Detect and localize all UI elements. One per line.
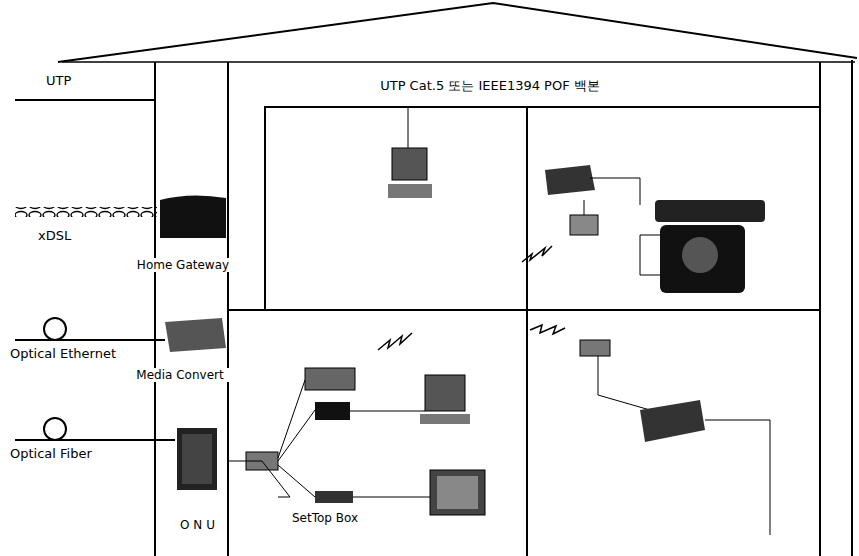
line-label: UTP — [44, 73, 73, 88]
device-node: Media Convert — [118, 368, 242, 382]
wireless-symbols — [378, 246, 565, 350]
house-outline — [58, 3, 857, 556]
line-label: xDSL — [36, 228, 73, 243]
device-label: SetTop Box — [278, 511, 372, 525]
device-label: Media Convert — [118, 368, 242, 382]
devices — [160, 108, 770, 535]
device-label: O N U — [168, 518, 227, 532]
device-node: O N U — [168, 426, 227, 532]
device-node: SetTop Box — [278, 486, 372, 525]
line-label: Optical Fiber — [8, 446, 94, 461]
device-node: Home Gateway — [126, 258, 240, 272]
device-label: Home Gateway — [126, 258, 240, 272]
line-label: Optical Ethernet — [8, 346, 118, 361]
cable-connector — [227, 461, 290, 497]
backbone-title: UTP Cat.5 또는 IEEE1394 POF 백본 — [378, 77, 602, 95]
